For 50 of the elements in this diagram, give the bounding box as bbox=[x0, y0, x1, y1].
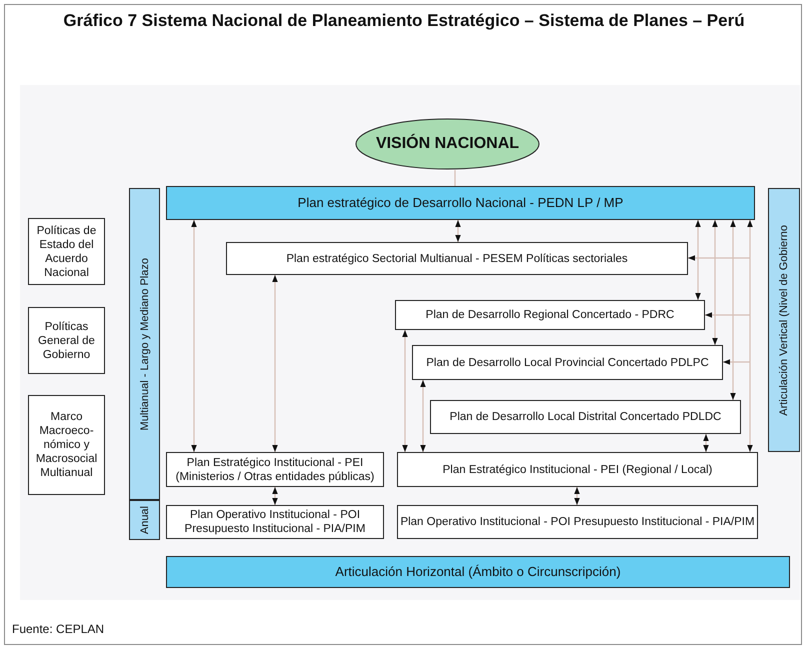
plan-box bbox=[397, 505, 758, 539]
timeframe-band bbox=[129, 500, 160, 540]
node-label: Plan de Desarrollo Local Distrital Concertado PDLDC bbox=[450, 410, 722, 424]
node-label: Plan Estratégico Institucional - PEI (Regional / Local) bbox=[442, 462, 712, 476]
node-label: Multianual - Largo y Mediano Plazo bbox=[138, 258, 152, 430]
plan-bar bbox=[166, 186, 755, 220]
node-label: Articulación Horizontal (Ámbito o Circunscripción) bbox=[335, 565, 621, 579]
node-label: Plan Operativo Institucional - POI Presupuesto Institucional - PIA/PIM bbox=[400, 515, 755, 529]
arrow bbox=[191, 220, 197, 452]
plan-box bbox=[412, 345, 723, 380]
node-label: Articulación Vertical (Nivel de Gobierno bbox=[777, 224, 791, 416]
plan-box bbox=[430, 400, 741, 434]
arrow bbox=[705, 312, 750, 318]
plan-box bbox=[226, 242, 688, 275]
arrow bbox=[730, 220, 736, 400]
arrow bbox=[712, 220, 718, 345]
arrow bbox=[402, 330, 408, 452]
node-label: Plan de Desarrollo Local Provincial Concertado PDLPC bbox=[426, 356, 709, 370]
arrow bbox=[695, 220, 701, 300]
arrow bbox=[747, 220, 753, 452]
plan-box bbox=[28, 307, 105, 374]
node-label: Políticas General de Gobierno bbox=[37, 320, 96, 362]
arrow bbox=[574, 487, 580, 505]
timeframe-band bbox=[129, 188, 160, 500]
arrow bbox=[272, 487, 278, 505]
node-label: Plan estratégico Sectorial Multianual - PESEM Políticas sectoriales bbox=[286, 252, 628, 266]
arrow bbox=[455, 220, 461, 242]
node-label: Políticas de Estado del Acuerdo Nacional bbox=[36, 224, 98, 280]
node-label: Plan de Desarrollo Regional Concertado - PDRC bbox=[426, 308, 674, 322]
node-label: Plan estratégico de Desarrollo Nacional - PEDN LP / MP bbox=[298, 196, 624, 210]
node-label: Plan Estratégico Institucional - PEI (Ministerios / Otras entidades públicas) bbox=[174, 456, 376, 484]
node-label: Anual bbox=[138, 506, 152, 534]
node-label: Marco Macroeco-nómico y Macrosocial Multianual bbox=[34, 410, 98, 480]
chart-title: Gráfico 7 Sistema Nacional de Planeamiento Estratégico – Sistema de Planes – Perú bbox=[62, 10, 746, 32]
arrow bbox=[688, 255, 750, 261]
source-note: Fuente: CEPLAN bbox=[12, 622, 104, 636]
plan-box bbox=[395, 300, 705, 330]
plan-box bbox=[28, 395, 105, 495]
articulation-band bbox=[768, 188, 800, 452]
node-label: Plan Operativo Institucional - POI Presupuesto Institucional - PIA/PIM bbox=[184, 508, 366, 536]
arrow bbox=[703, 434, 709, 452]
plan-box bbox=[166, 452, 384, 487]
plan-box bbox=[28, 218, 105, 285]
plan-box bbox=[397, 452, 758, 487]
plan-box bbox=[166, 505, 384, 539]
arrow bbox=[723, 359, 750, 365]
plan-bar bbox=[166, 556, 790, 588]
vision-ellipse bbox=[355, 118, 540, 170]
arrow bbox=[272, 275, 278, 452]
arrow bbox=[420, 380, 426, 452]
